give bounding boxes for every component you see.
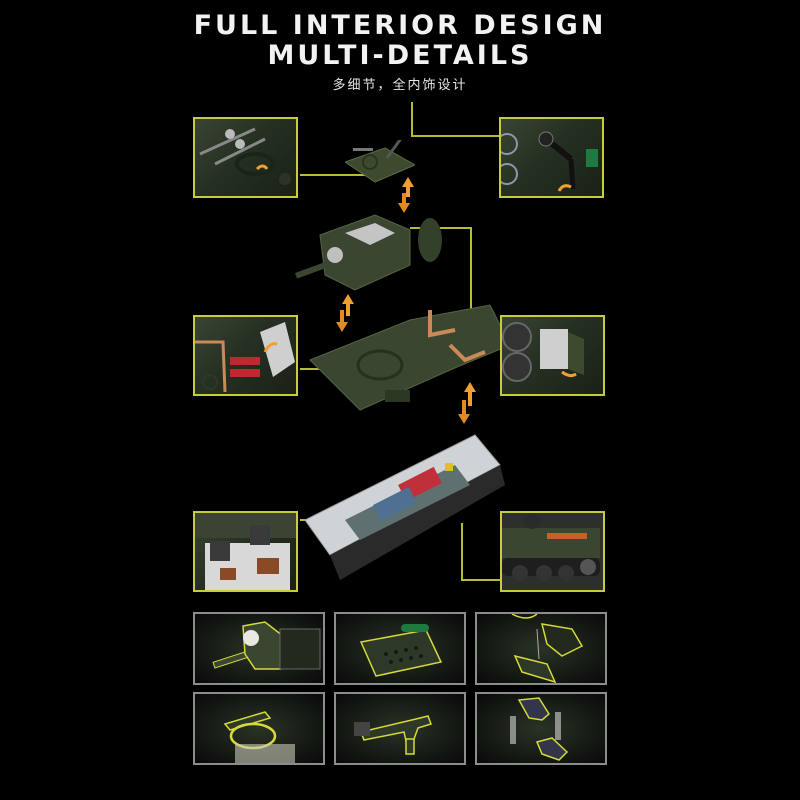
detail-ammunition-racks [475,692,607,765]
turret-part [294,205,445,295]
detail-driver-controls [475,612,607,685]
title-line-2: MULTI-DETAILS [267,40,533,71]
detail-main-gun-searchlight [193,612,325,685]
arrow-hatch-turret [396,175,416,219]
callout-hatch-machine-guns [193,117,298,198]
gun-icon [354,715,432,755]
callout-crew-compartment-seats [193,511,298,592]
callout-turret-interior-door [500,315,605,396]
cannon-icon [212,621,321,670]
ammo-rack-icon [510,697,569,761]
hull-deck-part [300,290,515,415]
crew-seats-icon [195,513,296,590]
detail-ammo-crate-canister [334,612,466,685]
radiator-hatch-icon [195,322,295,393]
callout-engine-deck-radiator [193,315,298,396]
tank-side-icon [502,513,600,581]
arrow-turret-hull [334,292,356,338]
callout-hatch-crank [499,117,604,198]
crate-icon [359,624,443,677]
arrow-hull-chassis [456,380,478,430]
detail-aa-machine-gun-ring [193,692,325,765]
crank-handle-icon [501,131,598,192]
detail-hull-machine-gun [334,692,466,765]
callout-side-profile-exhaust [500,511,605,592]
controls-icon [511,614,584,683]
subtitle: 多细节，全内饰设计 [332,78,468,93]
title-line-1: FULL INTERIOR DESIGN [193,10,607,41]
turret-door-icon [502,322,584,382]
ring-mount-icon [223,711,295,763]
machine-gun-mount-icon [199,127,291,185]
chassis-tracks-part [304,425,505,585]
